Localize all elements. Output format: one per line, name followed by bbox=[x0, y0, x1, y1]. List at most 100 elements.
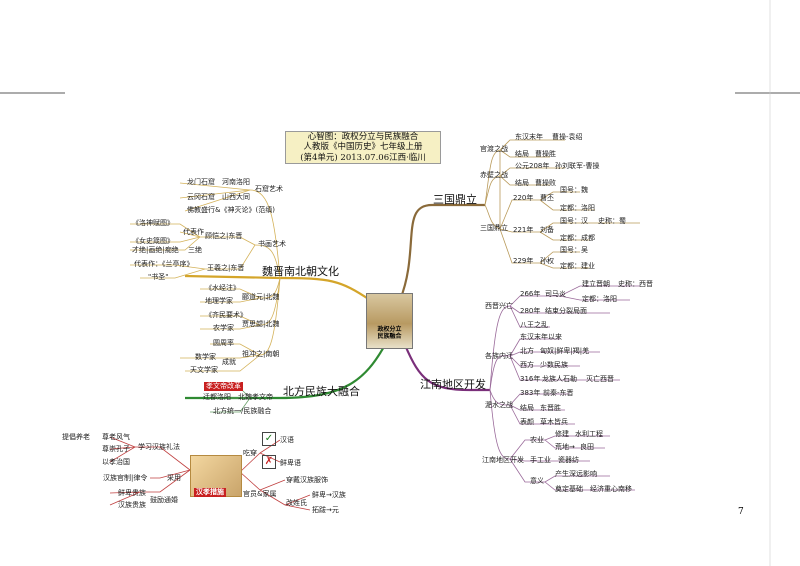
sg-guandu-time: 东汉末年 bbox=[515, 133, 543, 141]
sg-wu-state: 国号：吴 bbox=[560, 246, 588, 254]
wj-wang: 王羲之|东晋 bbox=[207, 264, 245, 272]
jn-nq-end: 灭亡西晋 bbox=[586, 375, 614, 383]
sg-wei-state: 国号：魏 bbox=[560, 186, 588, 194]
xw-badge: 汉孝措施 bbox=[194, 488, 226, 497]
xw-left4b: 采用 bbox=[167, 474, 181, 482]
sg-guandu-result-lbl: 结局 bbox=[515, 150, 529, 158]
jn-fs-effect: 草木皆兵 bbox=[540, 418, 568, 426]
xw-left6: 汉族贵族 bbox=[118, 501, 146, 509]
sg-chibi-result: 曹操败 bbox=[535, 179, 556, 187]
title-line-3: (第4单元) 2013.07.06江西·临川 bbox=[300, 152, 426, 163]
sg-shu-year: 221年 bbox=[513, 226, 534, 234]
wj-zu: 祖冲之|南朝 bbox=[242, 350, 280, 358]
sg-chibi-who: 孙刘联军-曹操 bbox=[555, 162, 600, 170]
jn-nq-west-lbl: 西方 bbox=[520, 361, 534, 369]
jn-kf-agri: 农业 bbox=[530, 436, 544, 444]
xw-right4: 穿戴汉族服饰 bbox=[286, 476, 328, 484]
sg-wu-name: 孙权 bbox=[540, 257, 554, 265]
jn-fs-result-lbl: 结局 bbox=[520, 404, 534, 412]
center-node: 政权分立 民族融合 bbox=[366, 293, 413, 349]
wj-jia-role: 农学家 bbox=[213, 324, 234, 332]
branch-beifang: 北方民族大融合 bbox=[283, 385, 360, 398]
jn-xj-capital: 定都：洛阳 bbox=[582, 295, 617, 303]
sg-wei-capital: 定都：洛阳 bbox=[560, 204, 595, 212]
bf-unify-north: 北魏孝文帝 bbox=[238, 393, 273, 401]
sg-shu-capital: 定都：成都 bbox=[560, 234, 595, 242]
jn-kf-agri1b: 水利工程 bbox=[575, 430, 603, 438]
wj-longmen: 龙门石窟 bbox=[187, 178, 215, 186]
xw-left-d: 鼓励通婚 bbox=[150, 496, 178, 504]
sg-chibi-time: 公元208年 bbox=[515, 162, 550, 170]
branch-weijin: 魏晋南北朝文化 bbox=[262, 265, 339, 278]
jn-nq-west: 少数民族 bbox=[540, 361, 568, 369]
jn-nq-year: 316年 bbox=[520, 375, 541, 383]
jn-neiqian: 各族内迁 bbox=[485, 352, 513, 360]
jn-xijin: 西晋兴亡 bbox=[485, 302, 513, 310]
sg-shu-hist: 史称：蜀 bbox=[598, 217, 626, 225]
branch-sanguo: 三国鼎立 bbox=[433, 193, 477, 206]
center-caption-top: 政权分立 bbox=[377, 326, 402, 333]
jn-kf-hand: 手工业 bbox=[530, 456, 551, 464]
xw-left3: 以孝治国 bbox=[102, 458, 130, 466]
xw-left1: 提倡养老 bbox=[62, 433, 90, 441]
xw-right1: 汉语 bbox=[280, 436, 294, 444]
jn-xj-year2: 280年 bbox=[520, 307, 541, 315]
jn-nq-event: 龙族人石勒 bbox=[542, 375, 577, 383]
xw-right2: 鲜卑语 bbox=[280, 459, 301, 467]
sg-chibi-result-lbl: 结局 bbox=[515, 179, 529, 187]
jn-xj-who: 司马炎 bbox=[545, 290, 566, 298]
jn-kf-hand1: 瓷器纺 bbox=[558, 456, 579, 464]
title-line-2: 人教版《中国历史》七年级上册 bbox=[303, 142, 423, 153]
jn-fs-result: 东晋胜 bbox=[540, 404, 561, 412]
xw-right3: 官员&家属 bbox=[243, 490, 277, 498]
jn-nq-time: 东汉末年以来 bbox=[520, 333, 562, 341]
wj-yungang-loc: 山西大同 bbox=[222, 193, 250, 201]
jn-kf-agri2b: 良田 bbox=[580, 443, 594, 451]
cross-icon: ✗ bbox=[262, 455, 276, 469]
center-caption: 政权分立 民族融合 bbox=[367, 326, 412, 340]
jn-feishui: 淝水之战 bbox=[485, 401, 513, 409]
xw-left4: 汉族官制|律令 bbox=[103, 474, 148, 482]
wj-fojiao: 佛教盛行&《神灭论》(范缜) bbox=[187, 206, 275, 214]
wj-wang-title: "书圣" bbox=[148, 273, 169, 281]
wj-li-role: 地理学家 bbox=[205, 297, 233, 305]
bf-badge: 孝文帝改革 bbox=[204, 382, 243, 391]
jn-kf-sig2: 奠定基础 bbox=[555, 485, 583, 493]
jn-kaifa: 江南地区开发 bbox=[482, 456, 524, 464]
title-box: 心智图：政权分立与民族融合 人教版《中国历史》七年级上册 (第4单元) 2013… bbox=[285, 131, 441, 164]
wj-gu-rep: 代表作 bbox=[183, 228, 204, 236]
wj-longmen-loc: 河南洛阳 bbox=[222, 178, 250, 186]
sg-guandu-who: 曹操-袁绍 bbox=[552, 133, 583, 141]
bf-capital-move: 迁都洛阳 bbox=[203, 393, 231, 401]
wj-shiku: 石窟艺术 bbox=[255, 185, 283, 193]
wj-jia: 贾思勰|北魏 bbox=[242, 320, 280, 328]
wj-shuhua: 书画艺术 bbox=[258, 240, 286, 248]
wj-li: 郦道元|北魏 bbox=[242, 293, 280, 301]
xw-left2: 尊崇孔子 bbox=[102, 445, 130, 453]
sg-shu-state: 国号：汉 bbox=[560, 217, 588, 225]
jn-xj-est: 建立晋朝 bbox=[582, 280, 610, 288]
jn-bawang: 八王之乱 bbox=[520, 321, 548, 329]
wj-wang-rep: 代表作：《兰亭序》 bbox=[134, 260, 194, 268]
xw-left-c: 学习汉族礼法 bbox=[138, 443, 180, 451]
jn-fs-who: 前秦-东晋 bbox=[543, 389, 574, 397]
xw-right5: 改姓氏 bbox=[286, 499, 307, 507]
wj-gu-w3: 才绝|画绝|痴绝 bbox=[132, 246, 179, 254]
wj-zu-b1: 圆周率 bbox=[213, 339, 234, 347]
sg-guandu-result: 曹操胜 bbox=[535, 150, 556, 158]
wj-yungang: 云冈石窟 bbox=[187, 193, 215, 201]
branch-jiangnan: 江南地区开发 bbox=[420, 378, 486, 391]
sg-dingli: 三国鼎立 bbox=[480, 224, 508, 232]
page-number: 7 bbox=[738, 507, 744, 517]
sg-chibi: 赤壁之战 bbox=[480, 171, 508, 179]
wj-gu-three: 三绝 bbox=[188, 246, 202, 254]
jn-xj-year1: 266年 bbox=[520, 290, 541, 298]
jn-nq-north: 匈奴|鲜卑|羯|羌 bbox=[540, 347, 590, 355]
wj-zu-b3: 成就 bbox=[222, 358, 236, 366]
wj-gu-w1: 《洛神赋图》 bbox=[132, 219, 174, 227]
sg-shu-name: 刘备 bbox=[540, 226, 554, 234]
wj-li-book: 《水经注》 bbox=[205, 284, 240, 292]
wj-zu-b2: 数学家 bbox=[195, 353, 216, 361]
sg-wei-name: 曹丕 bbox=[540, 194, 554, 202]
